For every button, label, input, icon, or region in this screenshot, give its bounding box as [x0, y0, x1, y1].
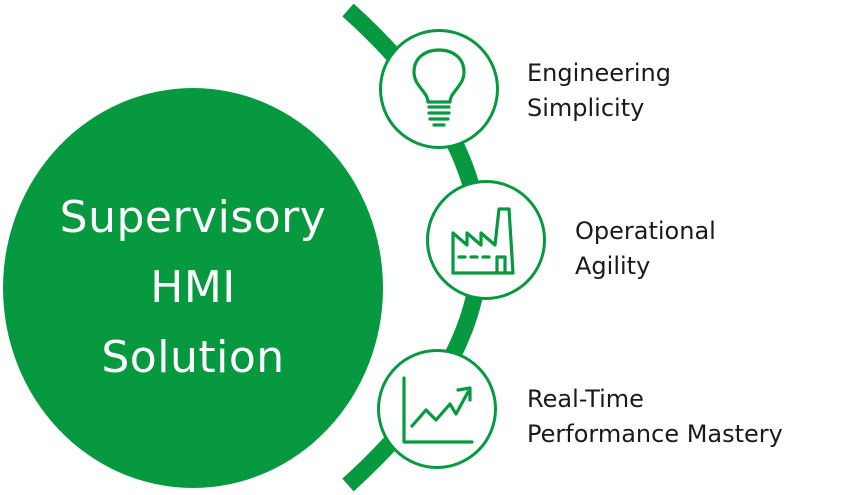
- hub-title-line-1: Supervisory: [59, 192, 327, 243]
- feature-badge-performance: [377, 349, 497, 469]
- feature-label-line: Performance Mastery: [527, 420, 783, 448]
- feature-badge-engineering: [379, 29, 499, 149]
- trend-chart-icon: [402, 376, 474, 444]
- feature-badge-operational: [426, 180, 546, 300]
- factory-icon: [451, 207, 515, 275]
- feature-label-line: Operational: [575, 217, 716, 245]
- feature-label-line: Simplicity: [527, 94, 645, 122]
- feature-label-performance: Real-Time Performance Mastery: [527, 382, 783, 452]
- central-hub-circle: Supervisory HMI Solution: [3, 88, 383, 488]
- feature-label-line: Engineering: [527, 59, 671, 87]
- feature-label-operational: Operational Agility: [575, 214, 716, 284]
- feature-label-line: Agility: [575, 252, 651, 280]
- hub-title-line-2: HMI: [150, 262, 236, 313]
- hub-title-line-3: Solution: [101, 332, 285, 383]
- feature-label-line: Real-Time: [527, 385, 644, 413]
- lightbulb-icon: [412, 48, 466, 127]
- feature-label-engineering: Engineering Simplicity: [527, 56, 671, 126]
